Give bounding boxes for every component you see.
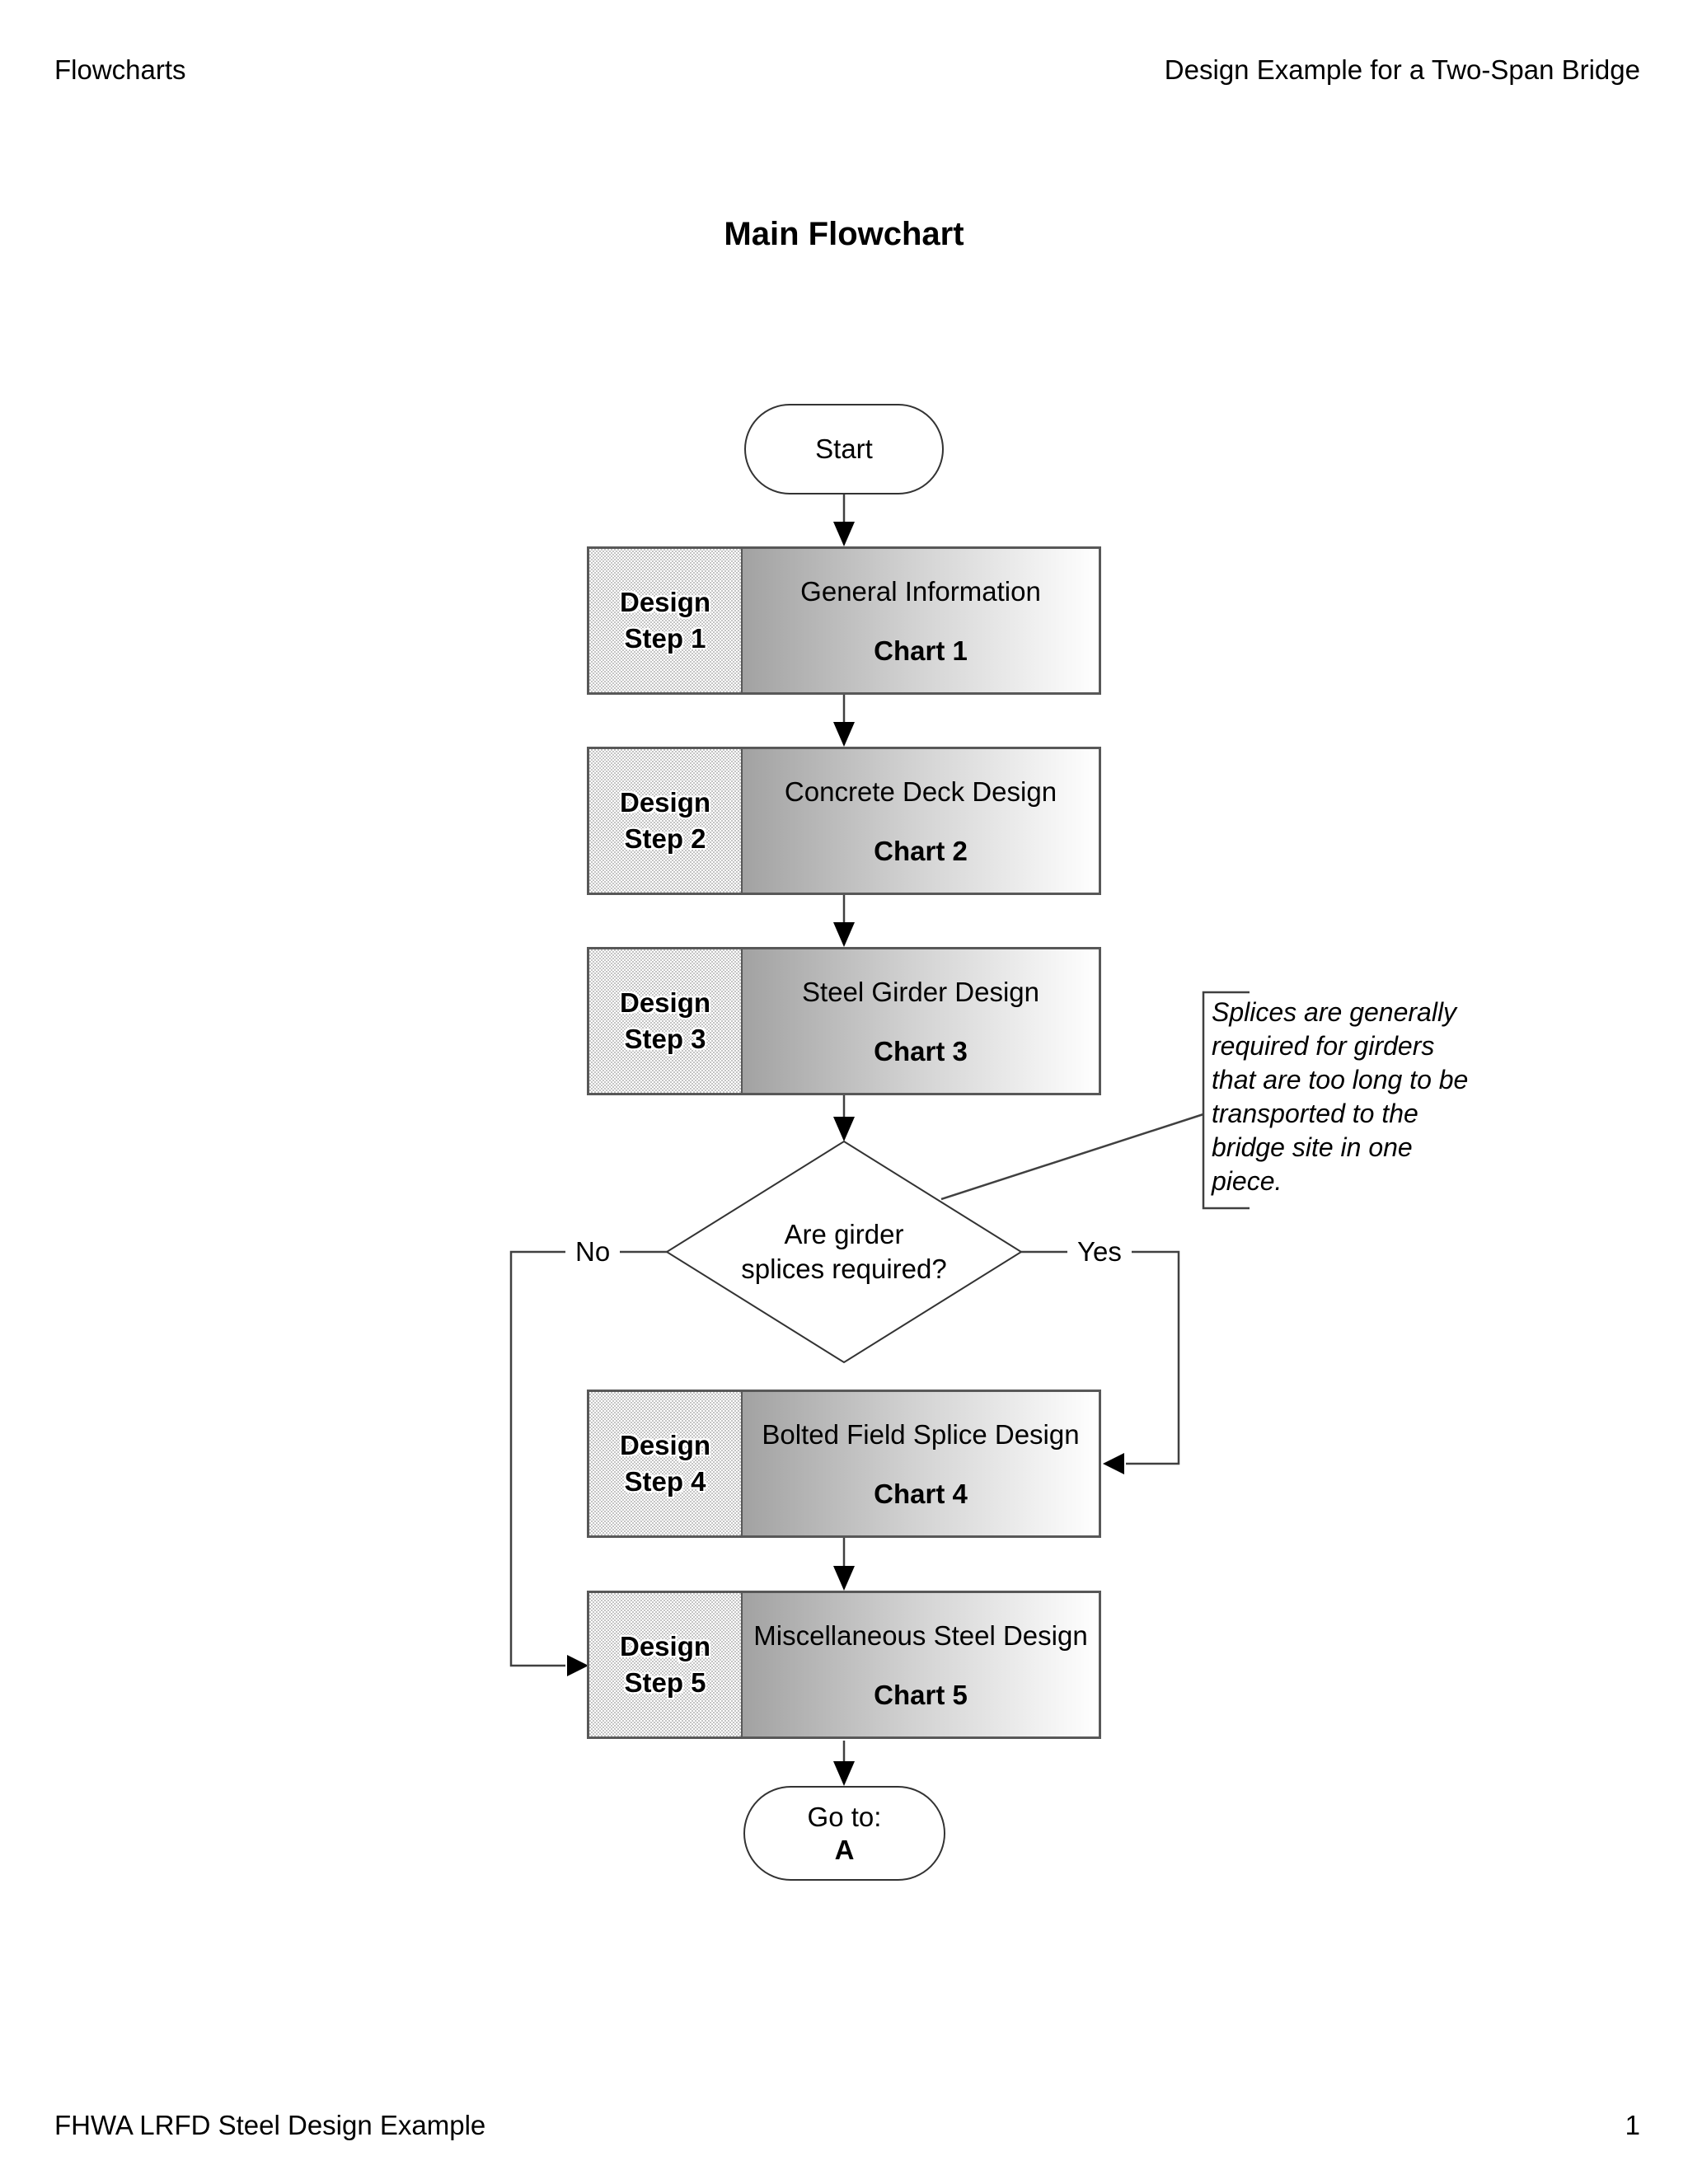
step2-label: Design Step 2 (619, 787, 711, 854)
header-left-text: Flowcharts (54, 54, 186, 85)
step5-hatch-cell: Design Step 5 (589, 1593, 743, 1736)
step1-box: Design Step 1 General Information Chart … (587, 546, 1101, 695)
step4-label: Design Step 4 (619, 1430, 711, 1497)
step2-chart-ref: Chart 2 (874, 836, 968, 866)
step3-box: Design Step 3 Steel Girder Design Chart … (587, 947, 1101, 1095)
step3-label: Design Step 3 (619, 987, 711, 1054)
step4-hatch-cell: Design Step 4 (589, 1392, 743, 1535)
decision-yes-label: Yes (1067, 1235, 1132, 1269)
step2-title: Concrete Deck Design (784, 776, 1057, 807)
arrowhead-into-end (833, 1761, 855, 1786)
page-title: Main Flowchart (724, 216, 964, 252)
header-right-text: Design Example for a Two-Span Bridge (1164, 54, 1640, 85)
step1-label: Design Step 1 (619, 587, 711, 654)
step1-content-cell: General Information Chart 1 (743, 549, 1099, 692)
step4-box: Design Step 4 Bolted Field Splice Design… (587, 1390, 1101, 1538)
arrowhead-into-decision (833, 1117, 855, 1141)
decision-no-label: No (565, 1235, 621, 1269)
footer-document-name: FHWA LRFD Steel Design Example (54, 2110, 486, 2140)
arrowhead-into-step3 (833, 922, 855, 947)
step4-content-cell: Bolted Field Splice Design Chart 4 (743, 1392, 1099, 1535)
step5-box: Design Step 5 Miscellaneous Steel Design… (587, 1591, 1101, 1739)
arrowhead-into-step4 (1103, 1453, 1124, 1474)
step5-title: Miscellaneous Steel Design (753, 1620, 1088, 1651)
end-prefix: Go to: (807, 1801, 882, 1832)
footer-page-number: 1 (1625, 2110, 1640, 2140)
step1-chart-ref: Chart 1 (874, 635, 968, 666)
step4-chart-ref: Chart 4 (874, 1479, 968, 1509)
step2-content-cell: Concrete Deck Design Chart 2 (743, 749, 1099, 893)
note-leader-line (940, 1113, 1204, 1201)
start-label: Start (815, 434, 873, 464)
splice-note-text: Splices are generally required for girde… (1212, 997, 1469, 1196)
start-terminator: Start (744, 404, 944, 494)
step1-hatch-cell: Design Step 1 (589, 549, 743, 692)
arrowhead-into-step1 (833, 522, 855, 546)
decision-question: Are girder splices required? (741, 1219, 947, 1284)
step5-content-cell: Miscellaneous Steel Design Chart 5 (743, 1593, 1099, 1736)
step3-content-cell: Steel Girder Design Chart 3 (743, 949, 1099, 1093)
step3-hatch-cell: Design Step 3 (589, 949, 743, 1093)
end-terminator: Go to: A (743, 1786, 945, 1881)
arrowhead-into-step5-top (833, 1566, 855, 1591)
step1-title: General Information (800, 576, 1041, 607)
arrowhead-into-step5 (567, 1655, 588, 1676)
step5-chart-ref: Chart 5 (874, 1680, 968, 1710)
end-target: A (834, 1834, 855, 1865)
step3-title: Steel Girder Design (802, 977, 1039, 1007)
step5-label: Design Step 5 (619, 1631, 711, 1698)
step3-chart-ref: Chart 3 (874, 1036, 968, 1066)
arrowhead-into-step2 (833, 722, 855, 747)
step2-box: Design Step 2 Concrete Deck Design Chart… (587, 747, 1101, 895)
step4-title: Bolted Field Splice Design (762, 1419, 1080, 1450)
step2-hatch-cell: Design Step 2 (589, 749, 743, 893)
